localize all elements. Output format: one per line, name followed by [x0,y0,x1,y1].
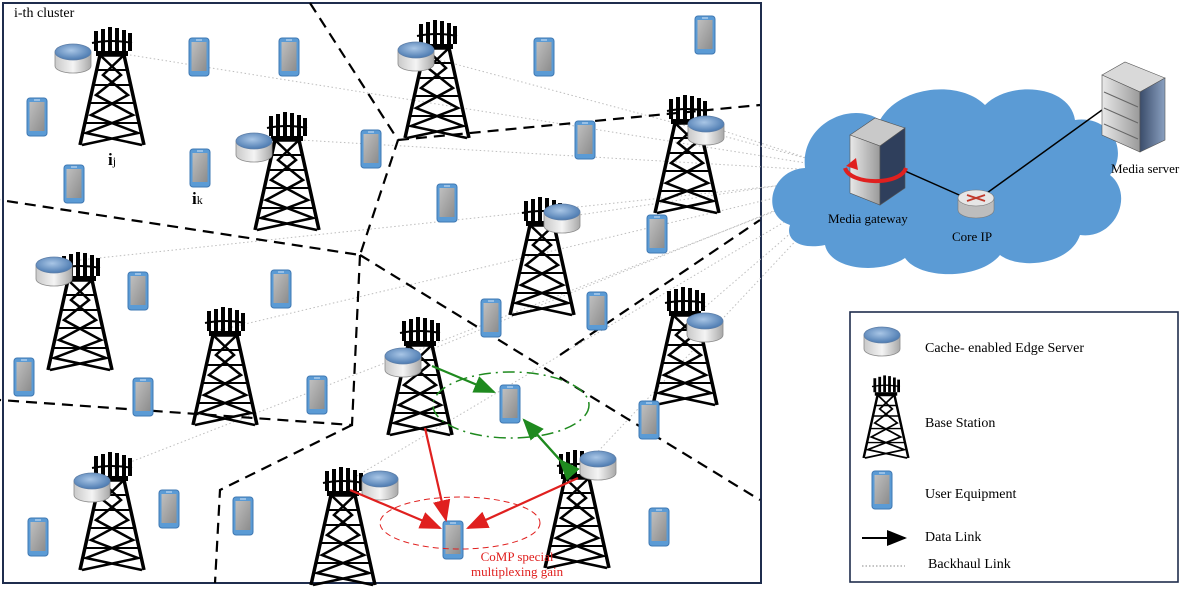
base-station-icon [651,285,719,407]
cache-server-icon [73,472,111,503]
phone-icon [63,164,85,204]
comp-red-group [379,496,541,550]
base-station-icon [253,110,321,232]
cache-server-icon [686,312,724,343]
phone-icon [127,271,149,311]
base-station-icon [653,93,721,215]
phone-icon [646,214,668,254]
cache-server-icon [579,450,617,481]
cluster-frame [2,2,762,584]
core-cloud [772,89,1122,275]
cache-server-icon [235,132,273,163]
core-server-link [979,109,1103,199]
ue-label-ik: ik [192,189,203,208]
comp-label-line2: multiplexing gain [471,564,564,579]
media-server-icon [1101,61,1166,153]
phone-icon [480,298,502,338]
green-data-links [431,364,580,481]
phone-icon [232,496,254,536]
media-gateway-icon [843,117,908,206]
legend-user-equipment-label: User Equipment [925,487,1017,502]
phone-icon [360,129,382,169]
legend-base-station-label: Base Station [925,416,996,431]
base-station-icon [78,25,146,147]
cache-server-icon [54,43,92,74]
legend-phone-icon [871,470,893,510]
base-station-icon [78,450,146,572]
legend-box [849,311,1179,583]
phone-icon [132,377,154,417]
cache-server-icon [35,256,73,287]
phone-icon [648,507,670,547]
phone-icon [533,37,555,77]
cache-server-icon [687,115,725,146]
phone-icon [188,37,210,77]
phone-icon [442,520,464,560]
phone-icon [436,183,458,223]
media-gateway-label: Media gateway [828,211,908,226]
phone-icon [278,37,300,77]
legend-data-link-label: Data Link [925,530,982,545]
phone-icon [270,269,292,309]
media-server-label: Media server [1111,161,1180,176]
legend-cache-icon [863,326,901,357]
red-data-links [349,427,579,530]
phone-icon [586,291,608,331]
phone-icon [13,357,35,397]
core-ip-label: Core IP [952,229,993,244]
comp-green-group [432,371,590,439]
cache-server-icon [397,41,435,72]
comp-label: CoMP special multiplexing gain [471,549,563,579]
phone-icon [574,120,596,160]
comp-label-line1: CoMP special [480,549,554,564]
cache-server-icon [384,347,422,378]
cache-server-icon [361,470,399,501]
phone-icon [306,375,328,415]
cluster-title: i-th cluster [14,6,75,21]
phone-icon [27,517,49,557]
phone-icon [638,400,660,440]
phone-icon [694,15,716,55]
base-station-icon [403,18,471,140]
phone-icon [499,384,521,424]
cache-server-icon [543,203,581,234]
legend-backhaul-link-label: Backhaul Link [928,557,1011,572]
base-station-icon [191,305,259,427]
phone-icon [158,489,180,529]
router-icon [957,189,995,219]
phone-icon [189,148,211,188]
legend-cache-label: Cache- enabled Edge Server [925,341,1084,356]
ue-label-ij: ij [108,150,117,169]
phone-icon [26,97,48,137]
